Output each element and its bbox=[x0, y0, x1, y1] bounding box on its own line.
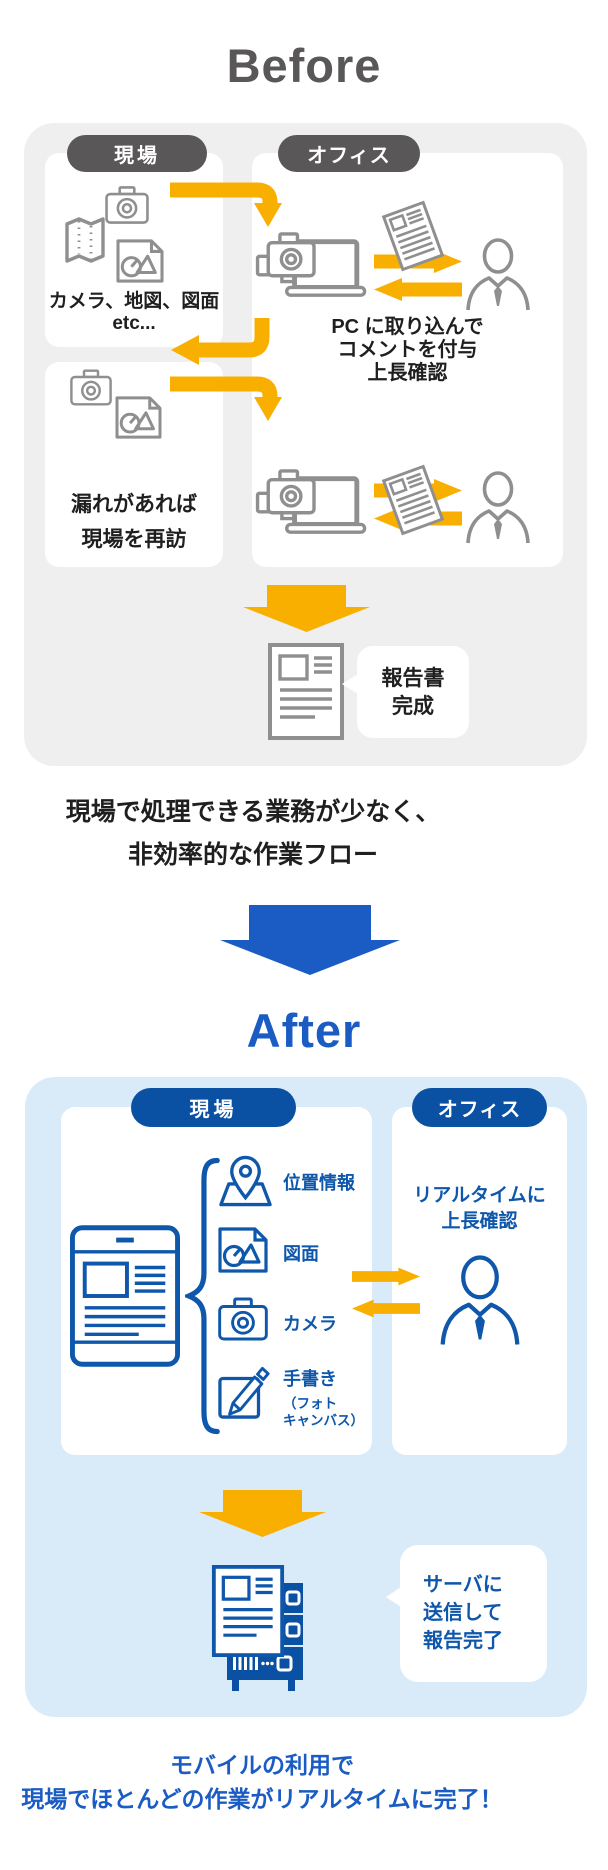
pill-label: 現場 bbox=[189, 1099, 238, 1121]
after-site-pill: 現場 bbox=[131, 1088, 296, 1127]
summary-line: 現場で処理できる業務が少なく、 bbox=[65, 798, 441, 826]
elbow-arrow-right-down-icon bbox=[170, 182, 282, 228]
caption-line: カメラ、地図、図面 bbox=[48, 291, 220, 312]
pill-label: オフィス bbox=[307, 145, 391, 167]
feature-label: 手書き bbox=[283, 1369, 337, 1389]
transition-arrow-down-icon bbox=[220, 905, 400, 975]
pill-label: 現場 bbox=[114, 145, 160, 167]
before-summary: 現場で処理できる業務が少なく、 非効率的な作業フロー bbox=[0, 791, 506, 877]
handwriting-icon bbox=[218, 1365, 272, 1419]
site-panel-1-caption: カメラ、地図、図面 etc... bbox=[45, 291, 223, 335]
after-office-panel: リアルタイムに 上長確認 bbox=[392, 1107, 567, 1455]
drawing-icon bbox=[218, 1227, 268, 1273]
report-bubble-text: 報告書 完成 bbox=[357, 665, 469, 721]
after-summary: モバイルの利用で 現場でほとんどの作業がリアルタイムに完了！ bbox=[0, 1748, 524, 1816]
camera-laptop-icon bbox=[255, 230, 373, 303]
before-site-pill: 現場 bbox=[67, 135, 207, 172]
caption-line: etc... bbox=[112, 313, 156, 334]
document-tilted-icon bbox=[380, 463, 446, 537]
elbow-arrow-right-down-icon bbox=[170, 376, 282, 422]
after-office-pill: オフィス bbox=[412, 1088, 547, 1127]
caption-line: 現場を再訪 bbox=[81, 528, 187, 551]
bubble-line: 報告書 bbox=[381, 667, 445, 690]
camera-icon bbox=[218, 1297, 268, 1341]
bubble-line: サーバに bbox=[423, 1574, 503, 1596]
summary-line: モバイルの利用で bbox=[170, 1752, 354, 1778]
bubble-line: 報告完了 bbox=[423, 1630, 503, 1652]
caption-line: PC に取り込んで bbox=[331, 316, 484, 338]
after-section-box: 位置情報 図面 カメラ 手書き （フォト キャンバス） リアルタイムに 上長確 bbox=[25, 1077, 587, 1717]
bubble-tail bbox=[342, 674, 358, 694]
feature-label: カメラ bbox=[283, 1314, 337, 1334]
bubble-line: 送信して bbox=[423, 1602, 503, 1624]
caption-line: 上長確認 bbox=[367, 362, 448, 384]
document-tilted-icon bbox=[380, 199, 446, 273]
before-office-panel: PC に取り込んで コメントを付与 上長確認 bbox=[252, 153, 563, 567]
bubble-tail bbox=[386, 1587, 401, 1607]
before-office-pill: オフィス bbox=[278, 135, 420, 172]
map-icon bbox=[65, 217, 105, 263]
site-panel-2-caption: 漏れがあれば 現場を再訪 bbox=[45, 487, 223, 557]
office-panel-caption: PC に取り込んで コメントを付与 上長確認 bbox=[252, 316, 563, 385]
drawing-icon bbox=[116, 239, 164, 283]
tablet-icon bbox=[70, 1225, 180, 1367]
person-icon bbox=[464, 471, 532, 545]
camera-laptop-icon bbox=[255, 467, 373, 540]
arrow-right-icon bbox=[352, 1265, 420, 1288]
report-document-icon bbox=[210, 1565, 286, 1657]
chevron-down-icon bbox=[199, 1490, 326, 1537]
person-icon bbox=[437, 1255, 523, 1347]
before-title: Before bbox=[226, 39, 382, 92]
feature-sublabel: キャンバス） bbox=[283, 1413, 364, 1428]
feature-label-group: 手書き （フォト キャンバス） bbox=[283, 1365, 364, 1429]
after-site-panel: 位置情報 図面 カメラ 手書き （フォト キャンバス） bbox=[61, 1107, 372, 1455]
feature-label: 位置情報 bbox=[283, 1173, 355, 1193]
server-bubble-text: サーバに 送信して 報告完了 bbox=[423, 1571, 503, 1655]
report-document-icon bbox=[268, 643, 344, 740]
feature-label: 図面 bbox=[283, 1244, 319, 1264]
arrow-left-icon bbox=[352, 1297, 420, 1320]
caption-line: 漏れがあれば bbox=[71, 493, 197, 516]
summary-line: 非効率的な作業フロー bbox=[127, 841, 378, 869]
pill-label: オフィス bbox=[437, 1099, 522, 1121]
summary-line: 現場でほとんどの作業がリアルタイムに完了！ bbox=[21, 1786, 503, 1812]
camera-icon bbox=[105, 186, 149, 224]
drawing-icon bbox=[115, 396, 162, 439]
brace-icon bbox=[185, 1150, 221, 1442]
camera-icon bbox=[70, 369, 112, 406]
after-title: After bbox=[246, 1004, 362, 1057]
report-complete-bubble: 報告書 完成 bbox=[342, 646, 469, 738]
before-site-panel-2: 漏れがあれば 現場を再訪 bbox=[45, 362, 223, 567]
elbow-arrow-down-left-icon bbox=[170, 318, 270, 366]
server-complete-bubble: サーバに 送信して 報告完了 bbox=[386, 1545, 547, 1682]
after-office-caption: リアルタイムに 上長確認 bbox=[392, 1183, 567, 1235]
chevron-down-icon bbox=[243, 585, 370, 632]
caption-line: 上長確認 bbox=[441, 1211, 518, 1232]
person-icon bbox=[464, 238, 532, 312]
location-pin-icon bbox=[217, 1155, 274, 1207]
caption-line: リアルタイムに bbox=[413, 1185, 546, 1206]
bubble-line: 完成 bbox=[392, 695, 434, 718]
arrow-left-icon bbox=[373, 278, 463, 301]
before-section-box: カメラ、地図、図面 etc... 漏れがあれば 現場を再訪 bbox=[24, 123, 587, 766]
caption-line: コメントを付与 bbox=[337, 339, 478, 361]
feature-sublabel: （フォト bbox=[283, 1396, 337, 1411]
